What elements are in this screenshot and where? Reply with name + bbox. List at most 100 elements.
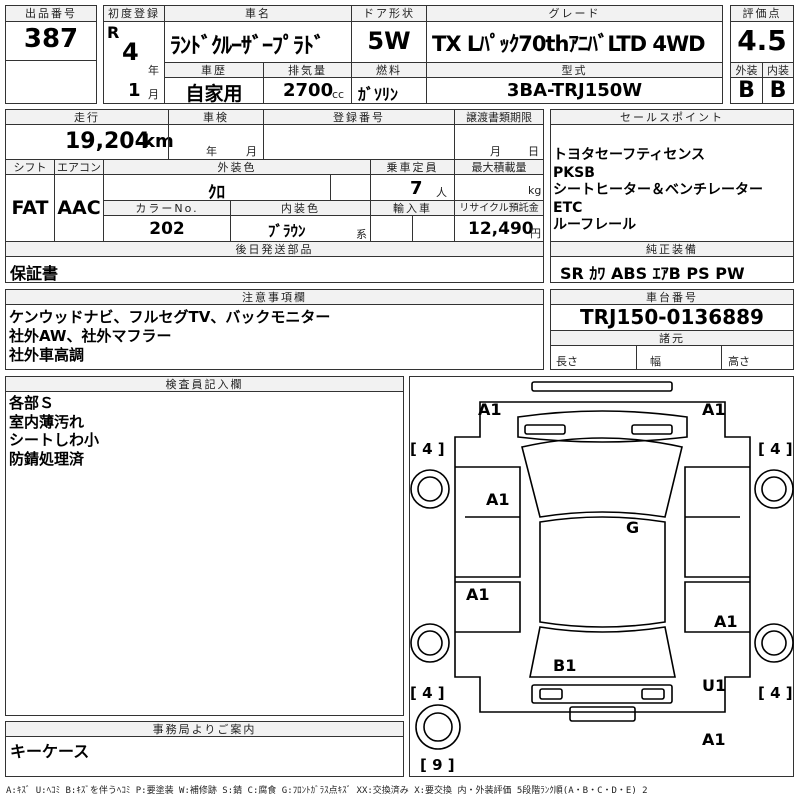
recycle-unit: 円	[530, 227, 541, 240]
grade-label: グレード	[426, 5, 723, 22]
equipment-box	[550, 256, 794, 283]
later-parts-box	[5, 256, 544, 283]
model-box	[426, 77, 723, 104]
color-box-right	[330, 174, 371, 201]
int-color-label: 内装色	[230, 200, 371, 216]
equipment: SR ｶﾜ ABS ｴｱB PS PW	[560, 264, 745, 283]
mark-front-left: A1	[486, 490, 510, 509]
equipment-label: 純正装備	[550, 241, 794, 257]
first-reg-label: 初度登録	[103, 5, 165, 22]
import-label: 輸入車	[370, 200, 455, 216]
interior-box	[762, 77, 794, 104]
first-reg-month: 1	[128, 80, 141, 101]
inspection-label: 車検	[168, 109, 264, 125]
color-no-label: カラーNo.	[103, 200, 231, 216]
load-unit: kg	[528, 184, 542, 197]
mark-mid-left: A1	[466, 585, 490, 604]
displacement: 2700	[283, 80, 334, 101]
dimensions-label: 諸元	[550, 330, 794, 346]
dim-width: 幅	[650, 355, 661, 368]
tire-rear-left: [ 4 ]	[410, 684, 445, 702]
first-reg-year-unit: 年	[148, 64, 159, 77]
car-outline	[410, 381, 794, 750]
mileage-label: 走行	[5, 109, 169, 125]
door-type: 5W	[367, 27, 411, 55]
car-name-label: 車名	[164, 5, 352, 22]
exterior-label: 外装	[730, 62, 763, 78]
grade: TX Lﾊﾟｯｸ70thｱﾆﾊﾞLTD 4WD	[432, 32, 706, 56]
fuel: ｶﾞｿﾘﾝ	[358, 85, 399, 104]
inspection-year-unit: 年	[206, 145, 217, 158]
inspector-label: 検査員記入欄	[5, 376, 404, 392]
inspector-notes: 各部Ｓ 室内薄汚れ シートしわ小 防錆処理済	[9, 394, 100, 468]
model-label: 型式	[426, 62, 723, 78]
dim-length: 長さ	[556, 355, 578, 368]
shift-label: シフト	[5, 159, 55, 175]
door-label: ドア形状	[351, 5, 427, 22]
displacement-unit: cc	[332, 88, 345, 101]
sales-points: トヨタセーフティセンス PKSB シートヒーター＆ベンチレーター ETC ルーフ…	[553, 147, 763, 233]
aircon: AAC	[57, 197, 101, 219]
mileage: 19,204	[65, 129, 150, 154]
dimensions-mid	[636, 345, 722, 370]
capacity-label: 乗車定員	[370, 159, 455, 175]
lot-no-label: 出品番号	[5, 5, 97, 22]
dim-height: 高さ	[728, 355, 750, 368]
first-reg-era: R	[107, 23, 120, 42]
capacity: 7	[410, 178, 423, 199]
mark-mid-right: A1	[714, 612, 738, 631]
import-box-split	[412, 215, 455, 242]
transfer-day-unit: 日	[528, 145, 539, 158]
reg-no-box	[263, 124, 455, 160]
lot-no-blank	[5, 60, 97, 104]
displacement-label: 排気量	[263, 62, 352, 78]
mark-rear: B1	[553, 656, 577, 675]
chassis-no: TRJ150-0136889	[580, 305, 764, 329]
tire-front-right: [ 4 ]	[758, 440, 793, 458]
aircon-label: エアコン	[54, 159, 104, 175]
history-label: 車歴	[164, 62, 264, 78]
color: ｸﾛ	[208, 183, 225, 203]
later-parts: 保証書	[10, 264, 59, 283]
office-box	[5, 736, 404, 777]
capacity-unit: 人	[436, 186, 447, 199]
shift: FAT	[11, 197, 49, 219]
first-reg-year: 4	[122, 38, 139, 66]
score-label: 評価点	[730, 5, 794, 22]
recycle: 12,490	[468, 219, 534, 239]
car-diagram	[409, 376, 794, 777]
mark-rear-right: U1	[702, 676, 727, 695]
mark-roof: G	[626, 518, 640, 537]
exterior-grade: B	[738, 78, 755, 103]
transfer-label: 譲渡書類期限	[454, 109, 544, 125]
history: 自家用	[185, 83, 243, 105]
tire-rear-right: [ 4 ]	[758, 684, 793, 702]
sales-points-label: セールスポイント	[550, 109, 794, 125]
color-label: 外装色	[103, 159, 371, 175]
notes: ケンウッドナビ、フルセグTV、バックモニター 社外AW、社外マフラー 社外車高調	[9, 308, 331, 364]
chassis-label: 車台番号	[550, 289, 794, 305]
reg-no-label: 登録番号	[263, 109, 455, 125]
mark-bottom-right: A1	[702, 730, 726, 749]
inspector-box	[5, 391, 404, 716]
inspection-month-unit: 月	[246, 145, 257, 158]
score: 4.5	[737, 24, 787, 57]
interior-grade: B	[769, 78, 787, 103]
interior-label: 内装	[762, 62, 794, 78]
later-parts-label: 後日発送部品	[5, 241, 544, 257]
lot-no: 387	[23, 24, 79, 54]
car-name: ﾗﾝﾄﾞｸﾙｰｻﾞｰﾌﾟﾗﾄﾞ	[170, 34, 325, 59]
recycle-label: リサイクル預託金	[454, 200, 544, 216]
tire-front-left: [ 4 ]	[410, 440, 445, 458]
notes-label: 注意事項欄	[5, 289, 544, 305]
mileage-unit: km	[143, 131, 174, 152]
int-color: ﾌﾞﾗｳﾝ	[268, 222, 306, 240]
legend: A:ｷｽﾞ U:ﾍｺﾐ B:ｷｽﾞを伴うﾍｺﾐ P:要塗装 W:補修跡 S:錆 …	[6, 786, 648, 796]
notes-box	[5, 304, 544, 370]
model: 3BA-TRJ150W	[506, 80, 643, 101]
tire-spare: [ 9 ]	[420, 756, 455, 774]
load-label: 最大積載量	[454, 159, 544, 175]
mark-top-right: A1	[702, 400, 726, 419]
mark-top-left: A1	[478, 400, 502, 419]
color-no: 202	[149, 219, 185, 239]
